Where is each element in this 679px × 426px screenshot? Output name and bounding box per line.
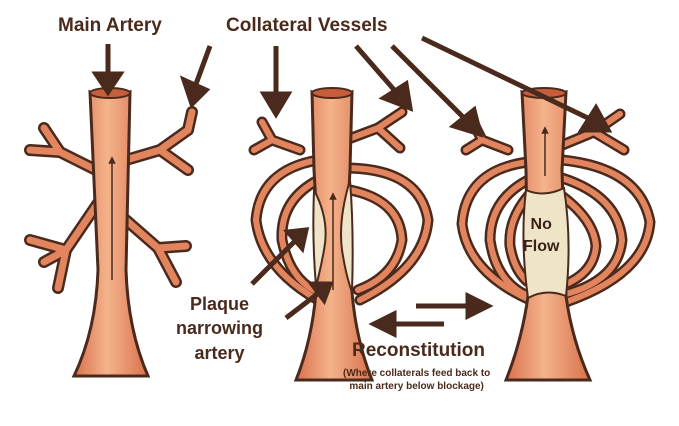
panel-normal-artery — [24, 87, 198, 378]
plaque-deposit-right — [340, 179, 354, 293]
panel-plaque-narrowing — [248, 87, 434, 382]
plaque-deposit-left — [312, 186, 327, 287]
plaque-blockage — [522, 186, 570, 300]
reconstitution-note: (Where collaterals feed back to main art… — [343, 368, 490, 393]
plaque-label: Plaque narrowing artery — [176, 292, 263, 365]
arrow-collateral-4 — [390, 44, 468, 122]
no-flow-line-1: No — [530, 216, 552, 233]
arrow-collateral-1 — [193, 45, 213, 85]
reconstitution-label: Reconstitution — [352, 340, 485, 361]
plaque-label-line-2: narrowing — [176, 318, 264, 339]
reconstitution-note-line-1: (Where collaterals feed back to — [343, 368, 491, 379]
reconstitution-note-line-2: main artery below blockage) — [349, 380, 484, 392]
collateral-vessels-label: Collateral Vessels — [226, 15, 388, 36]
arrow-plaque-2 — [284, 290, 322, 320]
arrow-plaque-1 — [250, 238, 298, 286]
no-flow-label: No Flow — [523, 214, 559, 257]
arrow-collateral-3 — [354, 44, 398, 94]
plaque-label-line-1: Plaque — [189, 294, 250, 314]
main-artery-label: Main Artery — [58, 15, 162, 36]
plaque-label-line-3: artery — [194, 342, 245, 363]
arrow-collateral-5 — [420, 35, 594, 123]
pointer-arrows — [91, 35, 613, 339]
no-flow-line-2: Flow — [523, 237, 560, 255]
